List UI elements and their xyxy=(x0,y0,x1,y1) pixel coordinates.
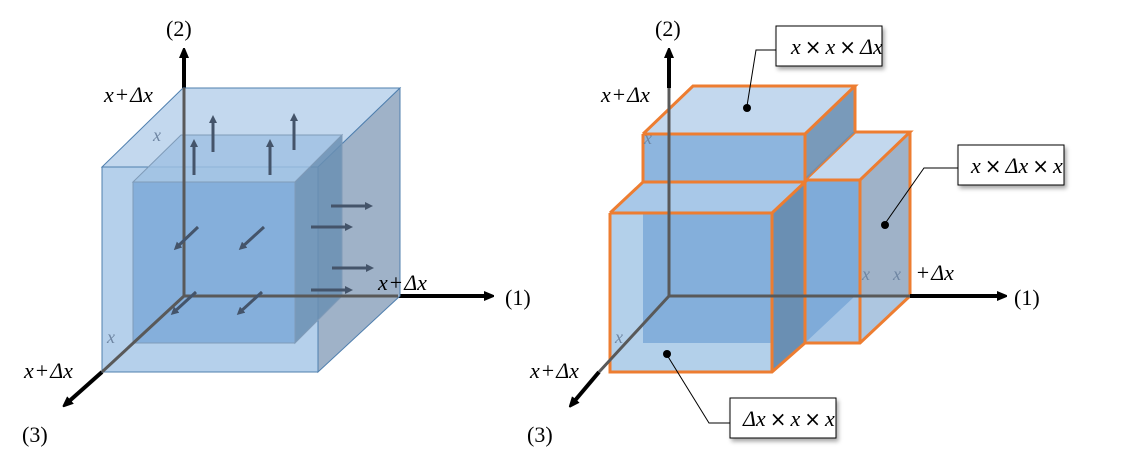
callout-front-slab: Δx×x×x xyxy=(729,397,837,439)
axis-3-arrow xyxy=(66,370,104,404)
svg-text:x×x×Δx: x×x×Δx xyxy=(790,34,883,59)
right-figure: (2) (1) (3) x+Δx x+Δx x x+Δx x x x xyxy=(527,16,1065,447)
axis-3-inner xyxy=(597,294,671,374)
inner-left-label: x xyxy=(106,327,115,347)
axis-2-label: (2) xyxy=(166,16,192,41)
flux-arrow-out xyxy=(170,290,198,316)
axis-3-label: (3) xyxy=(22,422,48,447)
inner-right-outer-label: x xyxy=(892,264,901,284)
side-slab xyxy=(803,130,914,345)
axis-1-bound-label: x+Δx xyxy=(906,260,954,285)
svg-text:Δx×x×x: Δx×x×x xyxy=(742,406,835,431)
axis-1-label: (1) xyxy=(505,285,531,310)
axis-2-bound-label: x+Δx xyxy=(103,82,153,107)
inner-top-label: x xyxy=(152,125,161,145)
axis-3-arrow xyxy=(572,370,601,404)
inner-left-label: x xyxy=(614,327,623,347)
left-figure: (2) (1) (3) x+Δx x+Δx x+Δx x x xyxy=(22,16,531,447)
flux-arrow-out xyxy=(238,225,266,251)
inner-top-label: x xyxy=(643,128,652,148)
axis-3-bound-label: x+Δx xyxy=(529,358,579,383)
flux-arrows-right xyxy=(311,202,374,294)
axis-2-label: (2) xyxy=(655,16,681,41)
flux-arrow-out xyxy=(236,290,264,316)
callout-top-slab: x×x×Δx xyxy=(775,25,883,67)
inner-cube-front-face xyxy=(132,181,296,344)
axis-1-label: (1) xyxy=(1014,285,1040,310)
axis-3-label: (3) xyxy=(527,422,553,447)
leader-top-slab xyxy=(746,49,776,107)
axis-2-bound-label: x+Δx xyxy=(600,82,650,107)
axis-1-bound-label: x+Δx xyxy=(377,270,427,295)
callout-leaders xyxy=(666,49,958,424)
svg-text:x×Δx×x: x×Δx×x xyxy=(970,153,1063,178)
flux-arrow-out xyxy=(173,225,200,251)
flux-arrows-out xyxy=(170,225,266,316)
axis-3-inner xyxy=(100,294,186,374)
leader-dot-front-slab xyxy=(663,350,671,358)
leader-dot-top-slab xyxy=(743,104,751,112)
leader-front-slab xyxy=(666,354,730,424)
flux-arrows-up xyxy=(190,113,298,175)
inner-right-inner-label: x xyxy=(861,264,870,284)
axis-3-bound-label: x+Δx xyxy=(23,358,73,383)
front-slab xyxy=(608,180,809,374)
leader-dot-side-slab xyxy=(881,221,889,229)
callout-side-slab: x×Δx×x xyxy=(957,144,1065,186)
leader-side-slab xyxy=(883,167,958,226)
